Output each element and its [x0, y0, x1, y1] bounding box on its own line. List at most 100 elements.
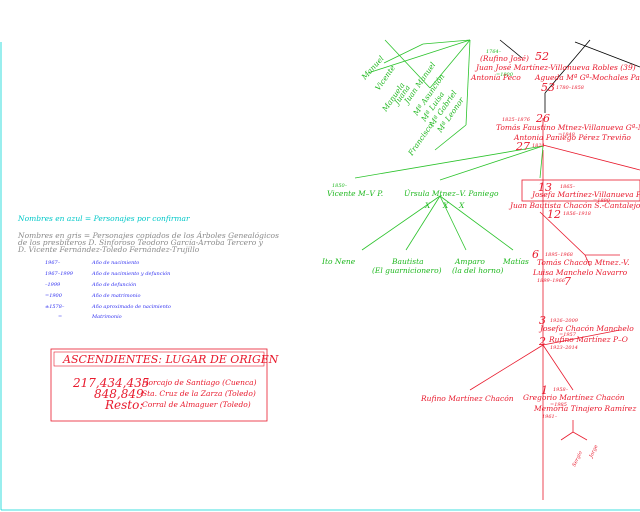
legend-code: –1999 [45, 282, 61, 288]
node-years: 1850– [332, 183, 348, 189]
legend-codes: 1967– Año de nacimiento 1967–1999 Año de… [45, 259, 171, 320]
node-years: 1923–2014 [550, 345, 578, 351]
node-years: 1824– [532, 143, 548, 149]
bottom-children: Sergio Jorge [571, 444, 599, 468]
origins-ids: 848,849 [94, 387, 144, 401]
node-2: 2 Rufino Martínez P–O 1923–2014 [538, 335, 628, 351]
node-number: 3 [539, 314, 546, 327]
person-name: Gregorio Martínez Chacón [523, 393, 625, 402]
legend-desc: Año aproximado de nacimiento [91, 303, 171, 310]
node-13: 13 1865– Josefa Martínez-Villanueva Pani… [521, 179, 640, 204]
node-number: 27 [515, 140, 530, 153]
person-name: Josefa Martínez-Villanueva Paniego [530, 190, 640, 199]
person-name: Rufino Martínez P–O [548, 335, 628, 344]
x-mark: X [442, 201, 449, 210]
node-27: Antonia Paniego Pérez Treviño 27 1824– [513, 133, 631, 153]
person-name: Vicente M–V P. [327, 189, 383, 198]
legend-desc: Matrimonio [91, 314, 122, 320]
person-name: Ito Nene [321, 257, 356, 266]
person-name: Juan Bautista Chacón S.-Cantalejo [508, 201, 640, 210]
x-mark: X [424, 201, 431, 210]
node-years: 1961– [542, 414, 558, 420]
node-7: Luisa Manchelo Navarro 1899–1966 7 [532, 268, 628, 288]
node-marriage: =1957 [559, 332, 577, 338]
person-name: Amparo [454, 257, 485, 266]
node-years: 1780–1858 [556, 85, 584, 91]
legend-blue-note: Nombres en azul = Personajes por confirm… [17, 214, 190, 223]
person-name: Juan José Martínez-Villanueva Robles (39… [474, 63, 636, 72]
person-name: Josefa Chacón Manchelo [538, 324, 634, 333]
tree-connectors [354, 39, 640, 500]
node-years: 1958– [553, 387, 569, 393]
person-name: Jorge [588, 444, 600, 460]
person-name: Úrsula Mtnez–V. Paniego [404, 189, 499, 198]
person-name: Antonia Peco [470, 73, 521, 82]
person-nickname: (El guarnicionero) [372, 266, 442, 275]
origins-place: Horcajo de Santiago (Cuenca) [141, 378, 257, 387]
legend-code: ±1578– [45, 304, 65, 310]
legend-code: = [58, 314, 62, 320]
node-years: 1926–2009 [550, 318, 579, 324]
legend-code: 1967– [45, 260, 61, 266]
node-number: 6 [532, 248, 539, 261]
legend-grey-line: Nombres en gris = Personajes copiados de… [17, 231, 279, 240]
node-number: 7 [564, 275, 571, 288]
person-name: Agueda Mª Gª-Mochales Panlagua [534, 73, 640, 82]
person-name: Matías [502, 257, 529, 266]
generation-1: Rufino Martínez Chacón 1 1958– Gregorio … [420, 384, 636, 420]
node-years: 1895–1968 [545, 252, 573, 258]
legend-code: 1967–1999 [45, 271, 74, 277]
person-name: Sergio [571, 450, 583, 468]
legend-grey-line: D. Vicente Fernández-Toledo Fernández-Tr… [17, 245, 200, 254]
origins-place: Corral de Almaguer (Toledo) [142, 400, 251, 409]
node-number: 2 [538, 335, 546, 348]
node-52: 1764– 52 (Rufino José) Juan José Martíne… [474, 49, 636, 78]
children-row: 1850– Vicente M–V P. Úrsula Mtnez–V. Pan… [327, 183, 499, 210]
node-number: 1 [541, 384, 548, 397]
node-years: 1899–1966 [537, 278, 566, 284]
person-nickname: (la del horno) [452, 266, 503, 275]
origins-place: Sta. Cruz de la Zarza (Toledo) [142, 389, 256, 398]
person-name: Memoria Tinajero Ramírez [533, 404, 636, 413]
node-marriage: =1985 [550, 402, 567, 408]
legend-code: =1900 [45, 293, 63, 299]
node-number: 53 [541, 81, 555, 94]
person-name: Luisa Manchelo Navarro [532, 268, 628, 277]
person-name: Tomás Faustino Mtnez-Villanueva Gª-Mocha… [496, 123, 640, 132]
node-number: 52 [535, 50, 549, 63]
grandchildren-row: Ito Nene Bautista (El guarnicionero) Amp… [321, 257, 529, 275]
node-6: 6 1895–1968 Tomás Chacón Mtnez.-V. [532, 248, 630, 267]
sibling-name: Francisco [406, 121, 436, 158]
origins-ids: 217,434,435 [72, 376, 149, 390]
x-mark: X [458, 201, 465, 210]
person-name: Tomás Chacón Mtnez.-V. [537, 258, 630, 267]
node-26: 1825–1876 26 Tomás Faustino Mtnez-Villan… [496, 112, 640, 138]
origins-box: ASCENDIENTES: LUGAR DE ORIGEN 217,434,43… [50, 348, 279, 422]
node-years: 1865– [560, 184, 576, 190]
node-marriage: =1800 [496, 72, 514, 78]
node-years: 1764– [486, 49, 502, 55]
person-name: Rufino Martínez Chacón [420, 394, 514, 403]
node-53: Antonia Peco Agueda Mª Gª-Mochales Panla… [470, 73, 640, 94]
origins-ids: Resto: [104, 398, 143, 412]
legend-grey-block: Nombres en gris = Personajes copiados de… [17, 231, 279, 254]
legend-desc: Año de nacimiento [91, 259, 139, 266]
node-12: Juan Bautista Chacón S.-Cantalejo 12 185… [508, 201, 640, 221]
person-name: Bautista [391, 257, 424, 266]
node-3: 3 1926–2009 Josefa Chacón Manchelo =1957 [538, 314, 634, 338]
person-name: (Rufino José) [480, 54, 529, 63]
legend-desc: Año de matrimonio [91, 292, 140, 299]
node-marriage: =1848 [558, 132, 575, 138]
legend-grey-line: de los presbíteros D. Sinforoso Teodoro … [18, 238, 264, 247]
node-number: 26 [535, 112, 550, 125]
node-years: 1856–1918 [563, 211, 591, 217]
legend-desc: Año de nacimiento y defunción [91, 270, 170, 277]
node-marriage: =1890 [593, 198, 611, 204]
origins-title: ASCENDIENTES: LUGAR DE ORIGEN [62, 353, 279, 366]
person-name: Antonia Paniego Pérez Treviño [513, 133, 631, 142]
node-years: 1825–1876 [502, 117, 531, 123]
node-number: 13 [538, 181, 552, 194]
legend-desc: Año de defunción [91, 281, 136, 288]
node-number: 12 [547, 208, 561, 221]
